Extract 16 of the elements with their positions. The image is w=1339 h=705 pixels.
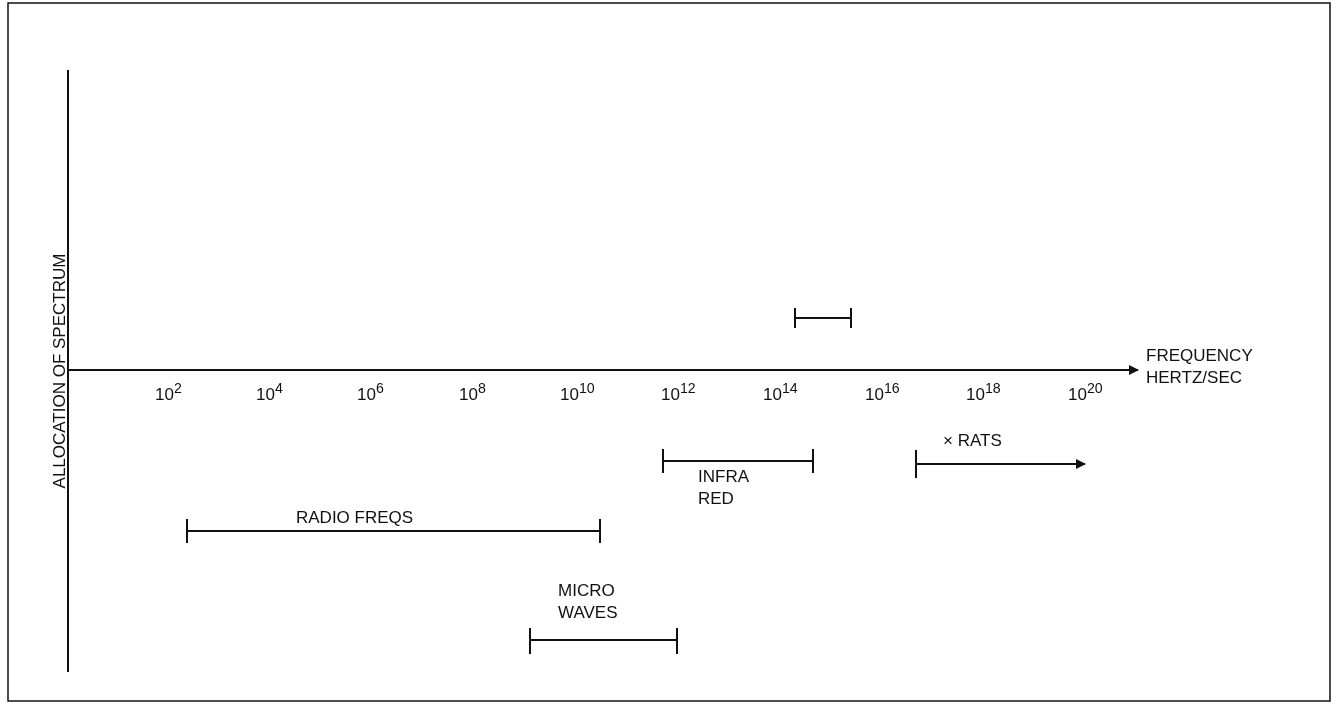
- tick-label: 10$^{20}$: [1068, 379, 1104, 406]
- band-label: MICRO WAVES: [558, 580, 619, 624]
- tick-label: 10$^{8}$: [459, 379, 487, 406]
- band-label: RADIO FREQS: [296, 507, 415, 529]
- tick-label: 10$^{4}$: [256, 379, 284, 406]
- band-label: × RATS: [943, 430, 1003, 452]
- tick-label: 10$^{6}$: [357, 379, 385, 406]
- tick-label: 10$^{2}$: [155, 379, 183, 406]
- tick-label: 10$^{12}$: [661, 379, 697, 406]
- band-label: INFRA RED: [698, 466, 750, 510]
- tick-label: 10$^{10}$: [560, 379, 596, 406]
- tick-label: 10$^{18}$: [966, 379, 1002, 406]
- axis-title: ALLOCATION OF SPECTRUM: [49, 252, 70, 491]
- tick-label: 10$^{16}$: [865, 379, 901, 406]
- axis-title: FREQUENCY HERTZ/SEC: [1146, 345, 1254, 389]
- tick-label: 10$^{14}$: [763, 379, 799, 406]
